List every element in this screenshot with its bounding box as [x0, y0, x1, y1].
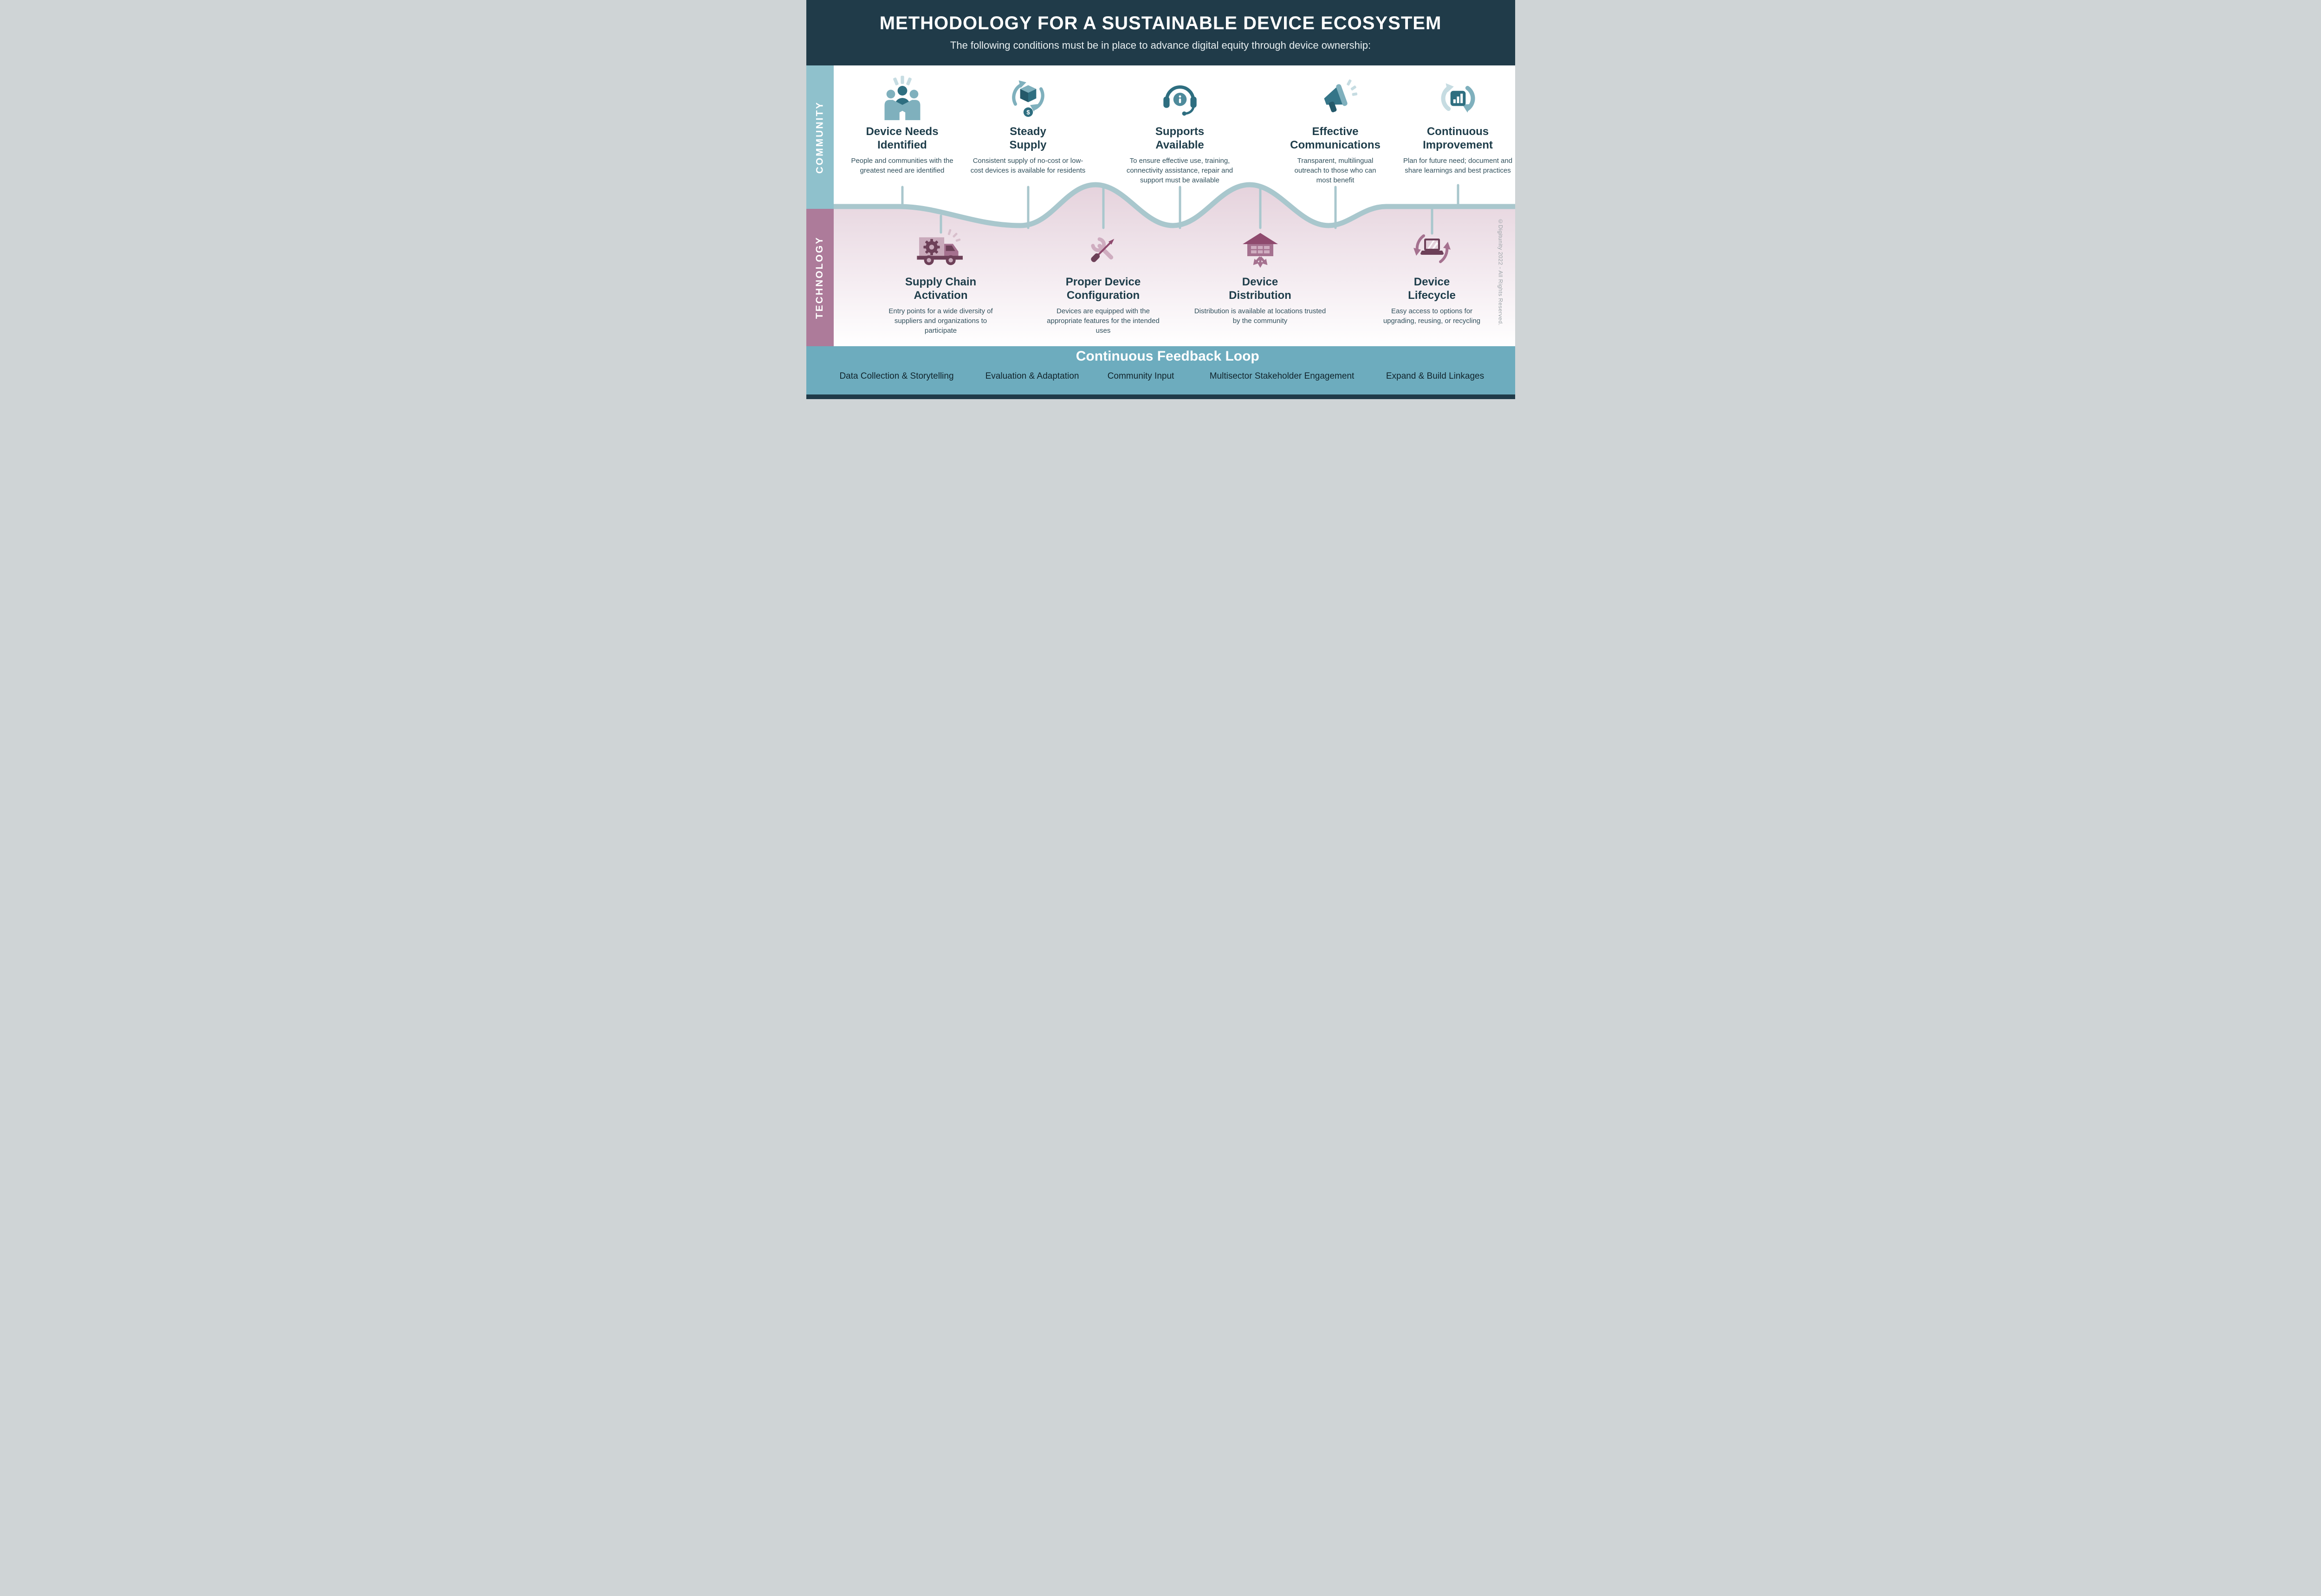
feedback-item-data-collection: Data Collection & Storytelling — [839, 371, 954, 381]
wave-line — [833, 182, 1515, 228]
feedback-title: Continuous Feedback Loop — [1076, 349, 1259, 364]
headset-info-icon — [1163, 85, 1197, 116]
svg-text:$: $ — [1026, 109, 1030, 116]
icon-slot — [882, 226, 1000, 272]
feedback-item-evaluation: Evaluation & Adaptation — [985, 371, 1079, 381]
icon-slot — [1403, 73, 1513, 122]
people-handshake-icon — [884, 76, 920, 120]
connector-ticks — [901, 184, 1459, 235]
delivery-truck-gear-icon — [916, 229, 963, 265]
item-description: Distribution is available at locations t… — [1194, 307, 1326, 325]
item-title: Device Distribution — [1229, 276, 1291, 302]
page-title: METHODOLOGY FOR A SUSTAINABLE DEVICE ECO… — [879, 13, 1442, 33]
technology-item-device-distribution: Device Distribution Distribution is avai… — [1193, 226, 1328, 326]
cycle-bar-chart-icon — [1440, 83, 1475, 113]
community-item-supports-available: Supports Available To ensure effective u… — [1120, 73, 1240, 185]
feedback-item-stakeholder-engagement: Multisector Stakeholder Engagement — [1209, 371, 1355, 381]
laptop-recycle-icon — [1413, 234, 1451, 263]
icon-slot: $ — [971, 73, 1086, 122]
technology-row-label-bar: TECHNOLOGY — [806, 209, 834, 346]
item-title: Device Needs Identified — [866, 125, 939, 152]
item-title: Supply Chain Activation — [905, 276, 977, 302]
copyright-text: ©Digitunity 2022 - All Rights Reserved. — [1497, 218, 1504, 326]
item-description: To ensure effective use, training, conne… — [1126, 156, 1233, 185]
wave-graphic — [833, 182, 1515, 346]
item-description: People and communities with the greatest… — [851, 156, 953, 174]
item-title: Continuous Improvement — [1423, 125, 1493, 152]
item-title: Supports Available — [1155, 125, 1205, 152]
item-description: Plan for future need; document and share… — [1403, 156, 1513, 174]
page-subtitle: The following conditions must be in plac… — [950, 39, 1371, 51]
item-title: Effective Communications — [1290, 125, 1381, 152]
item-title: Proper Device Configuration — [1065, 276, 1141, 302]
community-row-label-bar: COMMUNITY — [806, 65, 834, 209]
infographic-page: METHODOLOGY FOR A SUSTAINABLE DEVICE ECO… — [806, 0, 1515, 399]
icon-slot — [1193, 226, 1328, 272]
item-description: Easy access to options for upgrading, re… — [1383, 307, 1481, 325]
box-supply-cycle-icon: $ — [1011, 80, 1044, 117]
icon-slot — [1289, 73, 1382, 122]
item-description: Consistent supply of no-cost or low-cost… — [970, 156, 1086, 174]
technology-row-label: TECHNOLOGY — [814, 236, 825, 319]
warehouse-distribution-icon — [1242, 233, 1278, 268]
item-title: Steady Supply — [1009, 125, 1047, 152]
item-description: Transparent, multilingual outreach to th… — [1294, 156, 1376, 185]
community-item-continuous-improvement: Continuous Improvement Plan for future n… — [1403, 73, 1513, 175]
item-description: Entry points for a wide diversity of sup… — [888, 307, 993, 335]
icon-slot — [1120, 73, 1240, 122]
header: METHODOLOGY FOR A SUSTAINABLE DEVICE ECO… — [806, 0, 1515, 65]
technology-item-supply-chain: Supply Chain Activation Entry points for… — [882, 226, 1000, 336]
community-item-device-needs: Device Needs Identified People and commu… — [847, 73, 958, 175]
megaphone-icon — [1323, 79, 1357, 112]
feedback-item-community-input: Community Input — [1107, 371, 1174, 381]
technology-item-device-lifecycle: Device Lifecycle Easy access to options … — [1374, 226, 1490, 326]
community-row-label: COMMUNITY — [814, 101, 825, 174]
item-title: Device Lifecycle — [1408, 276, 1456, 302]
feedback-item-expand-linkages: Expand & Build Linkages — [1386, 371, 1485, 381]
wrench-screwdriver-icon — [1090, 237, 1114, 262]
continuous-feedback-band: Continuous Feedback Loop Data Collection… — [806, 346, 1515, 394]
community-item-effective-communications: Effective Communications Transparent, mu… — [1289, 73, 1382, 185]
technology-item-device-configuration: Proper Device Configuration Devices are … — [1045, 226, 1161, 336]
icon-slot — [1374, 226, 1490, 272]
item-description: Devices are equipped with the appropriat… — [1047, 307, 1160, 335]
icon-slot — [1045, 226, 1161, 272]
footer-bar — [806, 394, 1515, 399]
community-item-steady-supply: $ Steady Supply Consistent supply of no-… — [971, 73, 1086, 175]
icon-slot — [847, 73, 958, 122]
